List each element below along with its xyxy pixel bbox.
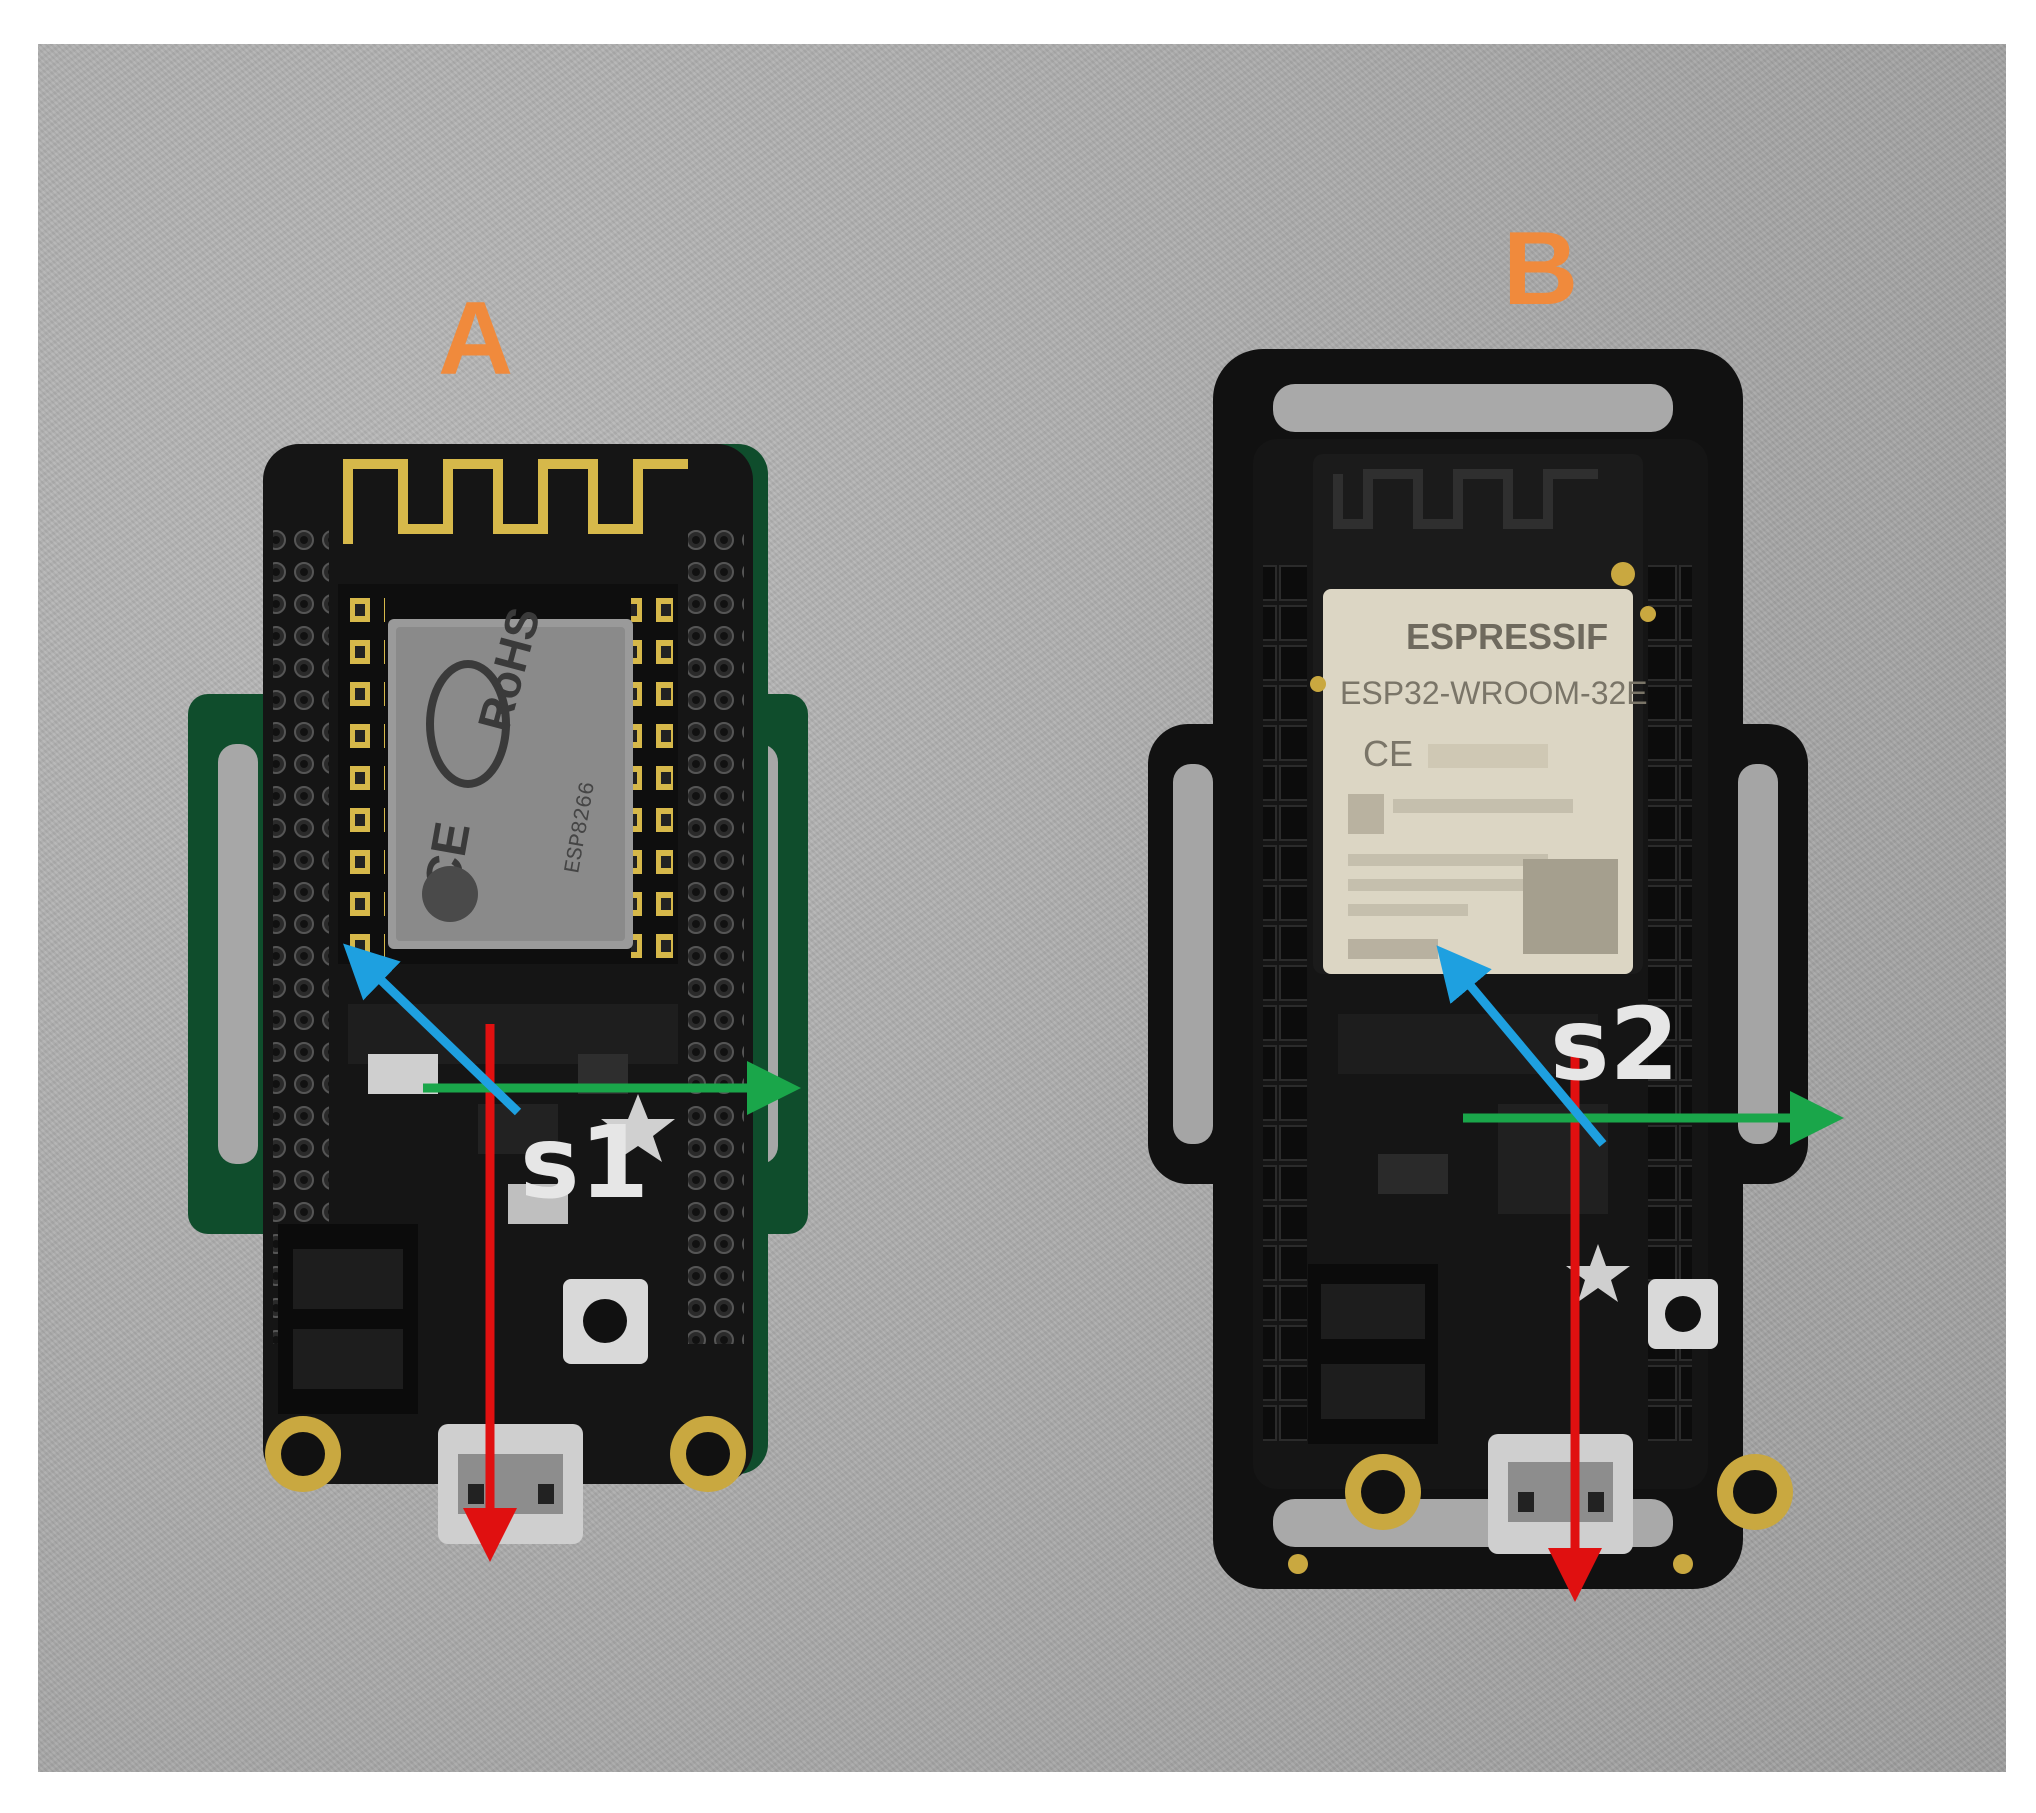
board-a-usb-port xyxy=(438,1424,583,1544)
board-b-sensor-label: s2 xyxy=(1550,986,1679,1103)
board-b-label: B xyxy=(1503,211,1578,327)
board-a-antenna xyxy=(343,459,688,544)
board-a-left-pins xyxy=(273,524,329,1344)
board-a-battery-connector xyxy=(278,1224,418,1414)
board-a-z-axis-arrow xyxy=(343,943,522,1116)
board-b-wifi-module: ESPRESSIF ESP32-WROOM-32E CE xyxy=(1313,454,1648,974)
board-b-chip-ce: CE xyxy=(1363,733,1413,774)
board-b-chip-model: ESP32-WROOM-32E xyxy=(1340,675,1648,711)
board-a-wifi-module: RoHS CE ESP8266 xyxy=(338,584,678,964)
board-b-battery-connector xyxy=(1308,1264,1438,1444)
board-a-right-pins xyxy=(688,524,744,1344)
photo-background: RoHS CE ESP8266 xyxy=(38,44,2006,1772)
board-b-mount-holes xyxy=(1345,1454,1793,1530)
board-a-label: A xyxy=(438,281,513,397)
board-a-axes xyxy=(343,943,801,1562)
board-b-z-axis-arrow xyxy=(1436,945,1607,1147)
board-b-usb-port xyxy=(1488,1434,1633,1554)
board-b: ESPRESSIF ESP32-WROOM-32E CE xyxy=(1148,211,1844,1602)
board-a: RoHS CE ESP8266 xyxy=(188,281,808,1562)
board-b-chip-brand: ESPRESSIF xyxy=(1406,616,1608,657)
board-b-left-header xyxy=(1263,564,1307,1444)
board-a-mount-holes xyxy=(265,1416,746,1492)
board-a-sensor-label: s1 xyxy=(520,1104,649,1221)
board-b-axes xyxy=(1436,945,1844,1602)
board-b-qr-code xyxy=(1523,859,1618,954)
boards-scene: RoHS CE ESP8266 xyxy=(188,211,1844,1602)
